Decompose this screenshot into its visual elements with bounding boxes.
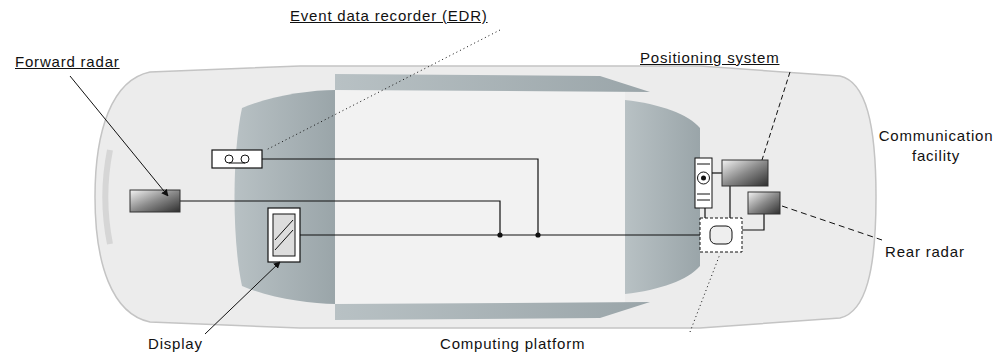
computing-platform-box <box>700 218 742 252</box>
communication-box <box>722 160 768 186</box>
forward-radar-box <box>130 190 180 212</box>
component-label: Forward radar <box>15 52 120 72</box>
component-label: Event data recorder (EDR) <box>290 6 488 26</box>
antenna-symbol <box>695 158 712 208</box>
component-label: Communication facility <box>875 126 997 167</box>
edr-box <box>212 150 262 168</box>
display-box <box>268 208 300 262</box>
rear-radar-box <box>748 192 780 214</box>
component-label: Computing platform <box>440 334 585 354</box>
component-label: Display <box>148 334 203 354</box>
component-label: Rear radar <box>885 242 965 262</box>
component-label: Positioning system <box>640 48 779 68</box>
